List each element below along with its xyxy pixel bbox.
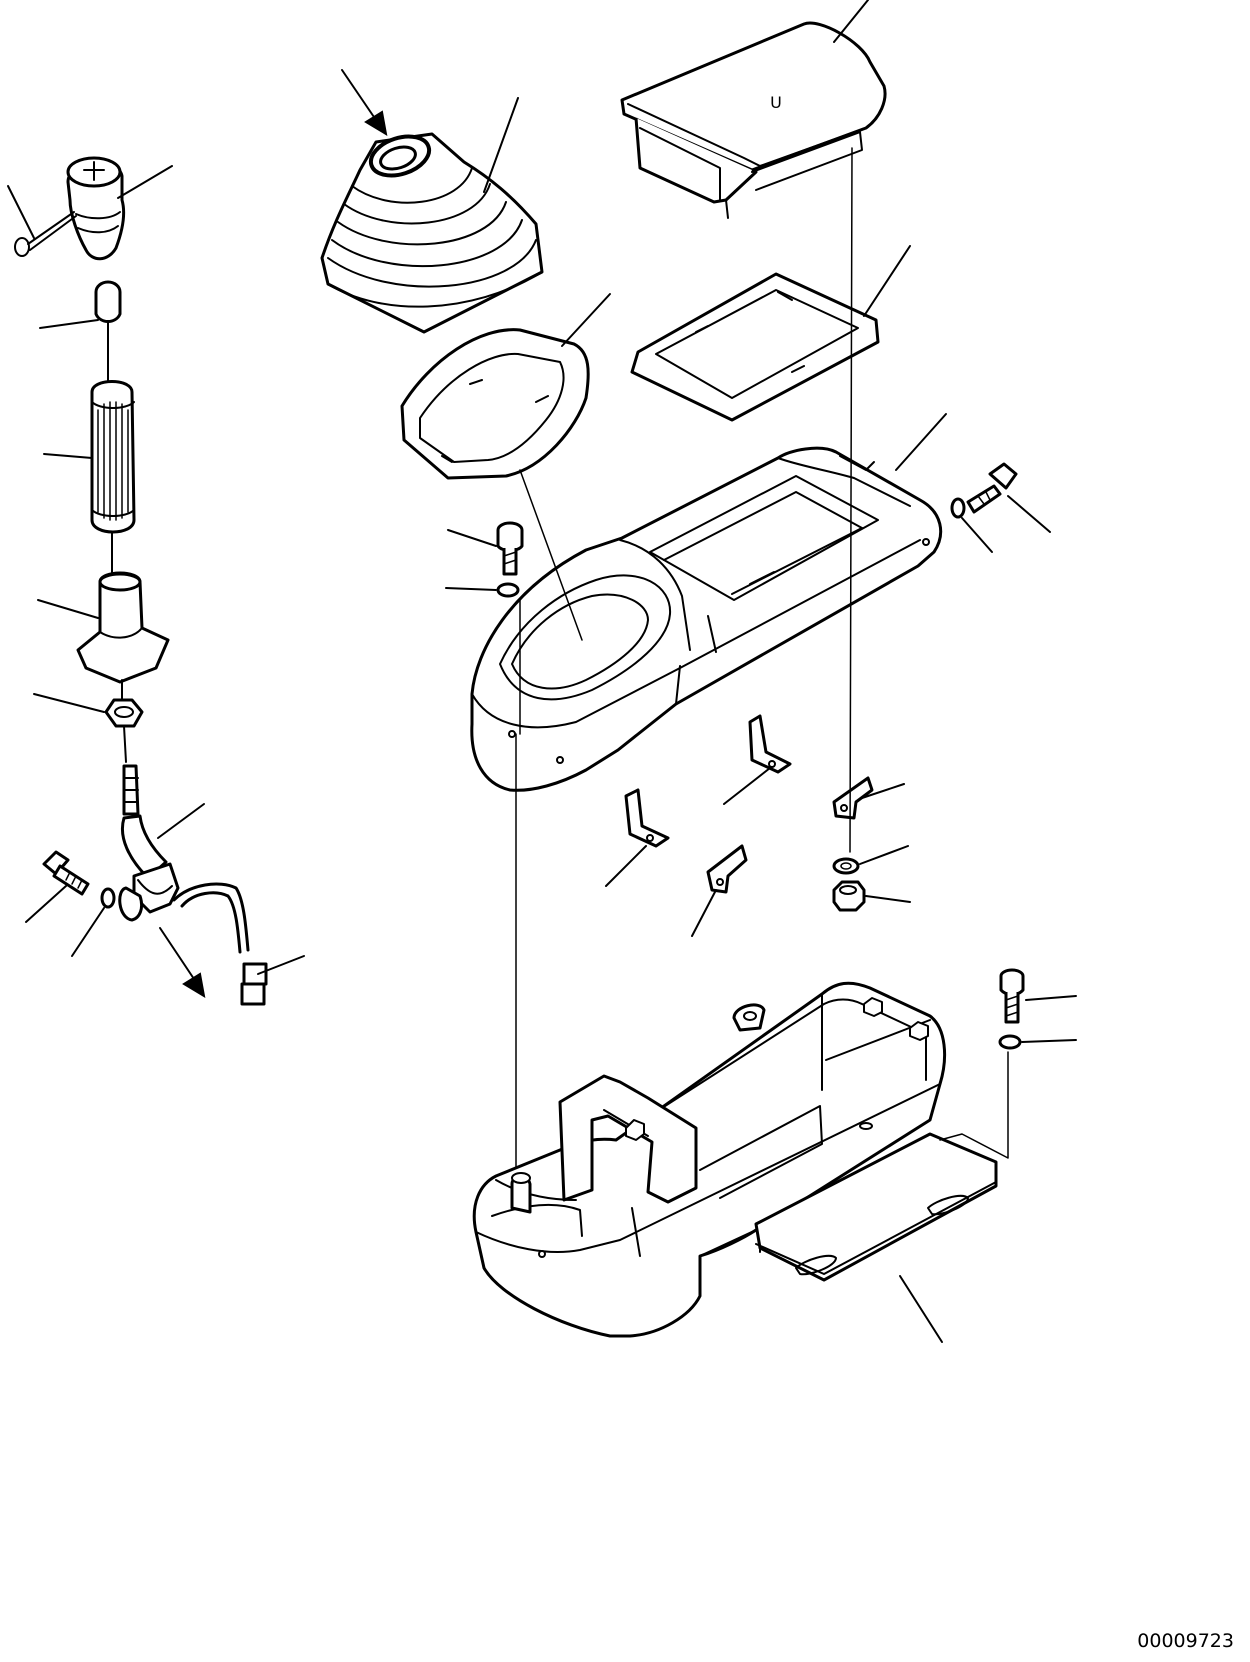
lever-cover-base [76, 571, 170, 684]
leader-line-lower-bolt [1025, 995, 1077, 1001]
leader-line-nut [33, 693, 105, 713]
leader-line-clamp-washer [71, 907, 105, 957]
leader-line-grip [43, 453, 93, 459]
boot-frame [400, 328, 590, 480]
leader-line-bracket-d [861, 783, 905, 799]
leader-line-console-washer-left [445, 587, 497, 591]
bracket-nut [832, 880, 866, 912]
lever-knob [66, 156, 126, 261]
leader-line-screw [7, 185, 35, 239]
leader-line-knob [117, 165, 173, 199]
lever-boot [320, 132, 544, 334]
leader-line-console-bolt-left [447, 529, 497, 547]
leader-line-cover-frame [863, 245, 911, 317]
leader-line-bracket-nut [865, 895, 911, 903]
direction-arrow-lower [159, 927, 206, 998]
leader-line-top-cover [833, 0, 869, 43]
lever-nut [104, 698, 144, 728]
leader-line-lower-washer [1021, 1039, 1077, 1043]
cover-mark-u: U [770, 93, 782, 112]
assembly-lines [515, 147, 1009, 1169]
lever-rod-top [94, 280, 122, 385]
leader-line-console-lower [899, 1275, 943, 1343]
cover-frame [630, 272, 880, 422]
bracket-a [748, 714, 792, 774]
bracket-b [624, 788, 670, 848]
leader-line-console-bolt-right [1007, 495, 1051, 533]
lever-shaft-lower [118, 764, 180, 922]
console-bolt-left [496, 521, 524, 576]
leader-line-cover-base [37, 599, 99, 619]
clamp-bolt [42, 850, 90, 896]
console-bolt-right [966, 462, 1018, 514]
lower-bolt [999, 968, 1025, 1024]
lever-harness [172, 882, 268, 1006]
console-washer-left [496, 582, 520, 598]
bracket-c [706, 844, 748, 894]
leader-line-bracket-a [723, 767, 771, 805]
leader-line-rod-top [39, 319, 99, 329]
top-cover: U [620, 21, 887, 219]
knob-screw [14, 211, 77, 257]
leader-line-boot-frame [561, 293, 611, 347]
drawing-number: 00009723 [1137, 1630, 1234, 1652]
console-upper [470, 446, 943, 792]
leader-line-harness [257, 955, 305, 975]
console-lower [472, 981, 998, 1338]
console-washer-right [950, 497, 966, 519]
leader-line-bracket-washer [859, 845, 909, 865]
direction-arrow-upper [341, 69, 388, 136]
bracket-washer [832, 857, 860, 875]
leader-line-bracket-b [605, 845, 647, 887]
clamp-washer [100, 887, 116, 909]
lower-washer [998, 1034, 1022, 1050]
leader-line-boot [483, 97, 519, 193]
leader-line-console-upper [895, 413, 947, 471]
leader-line-clamp-bolt [25, 885, 67, 923]
lever-grip [90, 380, 136, 534]
bracket-d [832, 776, 874, 820]
leader-line-shaft [157, 803, 205, 839]
leader-line-console-washer-right [961, 517, 993, 553]
leader-line-bracket-c [691, 889, 717, 937]
